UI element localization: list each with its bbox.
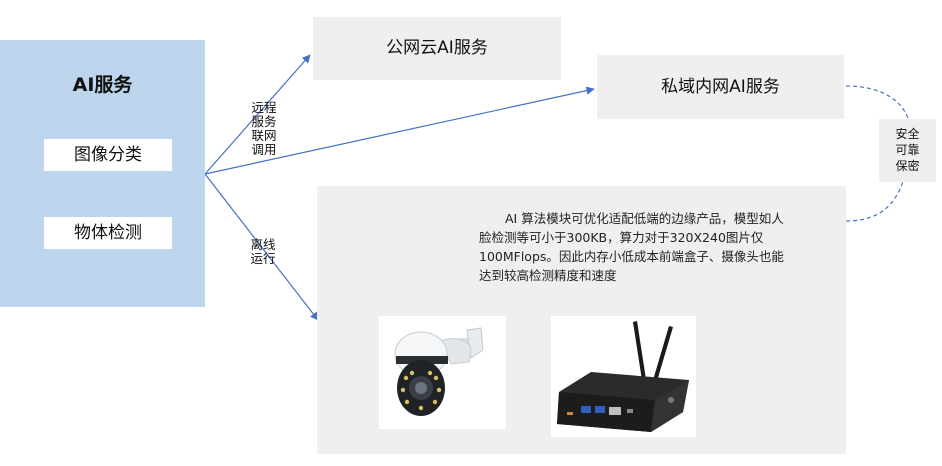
ptz-camera-image <box>379 316 506 429</box>
arrow-to-offline <box>204 173 319 321</box>
remote-call-label: 远程 服务 联网 调用 <box>251 100 277 157</box>
arrow-to-public-cloud <box>204 54 311 175</box>
private-network-box: 私域内网AI服务 <box>597 55 844 119</box>
arrow-to-private-network <box>204 86 595 175</box>
ai-service-panel: AI服务 图像分类 物体检测 <box>0 40 205 307</box>
object-detection-item: 物体检测 <box>44 217 172 249</box>
offline-edge-panel: AI 算法模块可优化适配低端的边缘产品，模型如人脸检测等可小于300KB，算力对… <box>317 186 846 454</box>
public-cloud-box: 公网云AI服务 <box>313 17 561 80</box>
offline-description: AI 算法模块可优化适配低端的边缘产品，模型如人脸检测等可小于300KB，算力对… <box>479 211 784 283</box>
ai-service-title: AI服务 <box>72 74 133 96</box>
offline-run-label: 离线 运行 <box>250 237 276 266</box>
edge-box-image <box>551 316 696 437</box>
image-classification-item: 图像分类 <box>44 139 172 171</box>
secure-reliable-box: 安全 可靠 保密 <box>879 119 936 182</box>
